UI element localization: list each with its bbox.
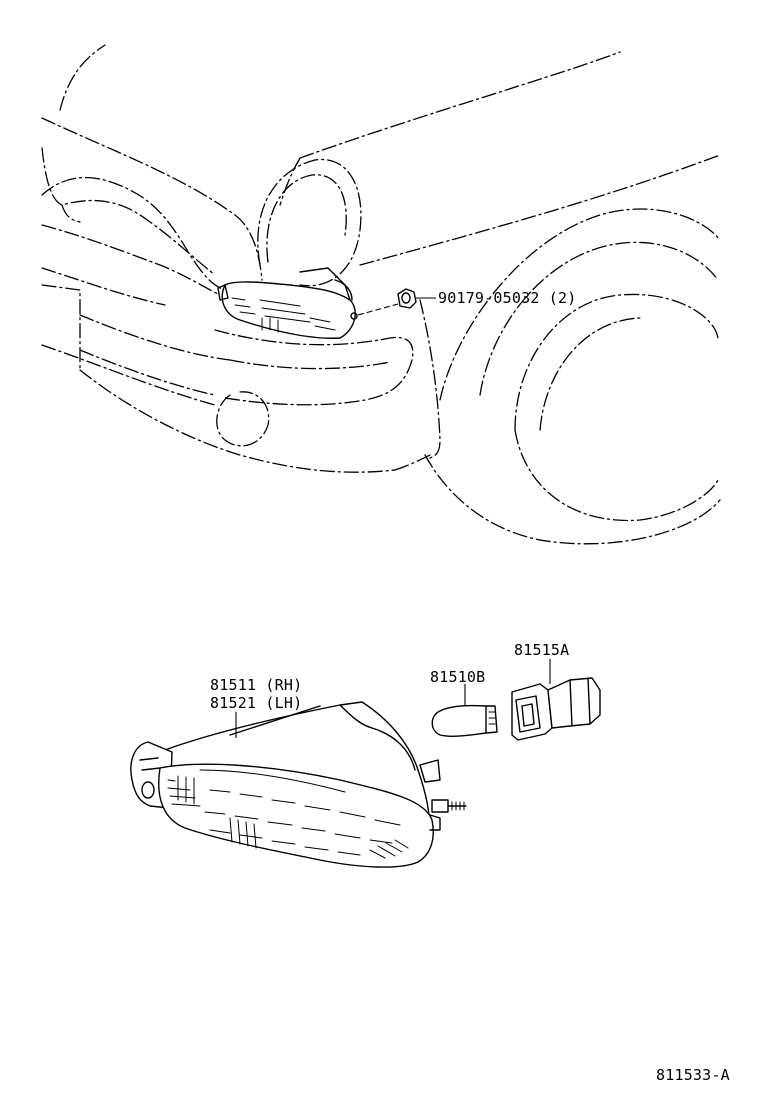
callout-socket: 81515A bbox=[514, 641, 570, 659]
callout-lamp-rh: 81511 (RH) bbox=[210, 676, 303, 694]
car-body-outline bbox=[41, 44, 721, 545]
callout-bulb: 81510B bbox=[430, 668, 486, 686]
bulb-81510b bbox=[431, 684, 498, 737]
lamp-assembly-exploded bbox=[130, 701, 467, 868]
diagram-code: 811533-A bbox=[656, 1066, 730, 1084]
callout-lamp-lh: 81521 (LH) bbox=[210, 694, 303, 712]
installed-lamp bbox=[217, 267, 399, 339]
callout-nut: 90179-05032 (2) bbox=[438, 289, 577, 307]
nut-90179 bbox=[397, 288, 436, 309]
socket-81515a bbox=[511, 659, 601, 741]
